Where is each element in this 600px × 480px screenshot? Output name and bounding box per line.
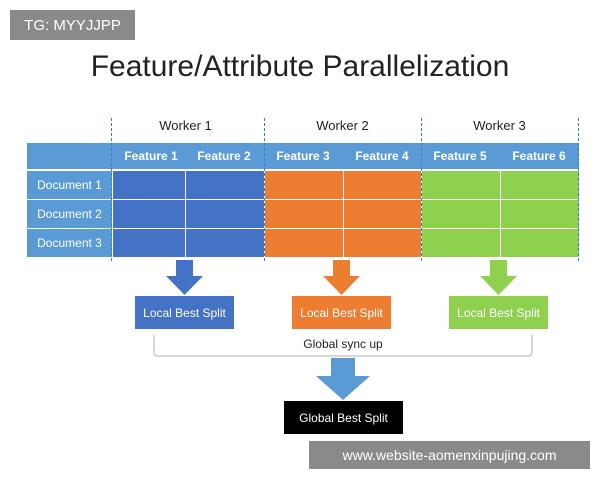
global-sync-label: Global sync up xyxy=(283,337,403,351)
feature-label-1: Feature 1 xyxy=(124,149,178,163)
grid-cell-r2-c4 xyxy=(343,199,421,228)
grid-cell-r3-c1 xyxy=(112,228,185,257)
worker-divider-2 xyxy=(264,118,265,261)
grid-cell-r2-c1 xyxy=(112,199,185,228)
worker-label-2: Worker 2 xyxy=(316,118,369,133)
arrow-worker-3 xyxy=(480,260,517,295)
grid-cell-r1-c2 xyxy=(185,170,264,199)
url-watermark: www.website-aomenxinpujing.com xyxy=(309,441,590,469)
feature-label-5: Feature 5 xyxy=(433,149,487,163)
grid-cell-r1-c1 xyxy=(112,170,185,199)
watermark-badge: TG: MYYJJPP xyxy=(10,10,135,40)
grid-cell-r2-c2 xyxy=(185,199,264,228)
arrow-worker-2 xyxy=(323,260,360,295)
feature-header-bar xyxy=(27,143,579,169)
feature-label-2: Feature 2 xyxy=(197,149,251,163)
document-label-2: Document 2 xyxy=(27,199,112,228)
grid-cell-r3-c4 xyxy=(343,228,421,257)
diagram-title: Feature/Attribute Parallelization xyxy=(90,50,510,83)
grid-cell-r1-c5 xyxy=(421,170,500,199)
local-best-split-1: Local Best Split xyxy=(135,296,234,329)
worker-label-1: Worker 1 xyxy=(159,118,212,133)
worker-divider-1 xyxy=(111,118,112,261)
local-best-split-3: Local Best Split xyxy=(449,296,548,329)
grid-cell-r1-c6 xyxy=(500,170,579,199)
grid-cell-r3-c2 xyxy=(185,228,264,257)
sync-bracket xyxy=(153,335,533,357)
grid-cell-r2-c6 xyxy=(500,199,579,228)
feature-label-3: Feature 3 xyxy=(276,149,330,163)
worker-divider-4 xyxy=(578,118,579,261)
local-best-split-2: Local Best Split xyxy=(292,296,391,329)
document-label-3: Document 3 xyxy=(27,228,112,257)
global-best-split: Global Best Split xyxy=(284,401,403,434)
worker-divider-3 xyxy=(421,118,422,261)
grid-cell-r2-c5 xyxy=(421,199,500,228)
grid-cell-r3-c6 xyxy=(500,228,579,257)
feature-label-6: Feature 6 xyxy=(512,149,566,163)
arrow-global xyxy=(316,358,370,400)
worker-label-3: Worker 3 xyxy=(473,118,526,133)
grid-cell-r2-c3 xyxy=(264,199,343,228)
feature-label-4: Feature 4 xyxy=(355,149,409,163)
grid-cell-r1-c3 xyxy=(264,170,343,199)
arrow-worker-1 xyxy=(166,260,203,295)
document-label-1: Document 1 xyxy=(27,170,112,199)
grid-cell-r1-c4 xyxy=(343,170,421,199)
